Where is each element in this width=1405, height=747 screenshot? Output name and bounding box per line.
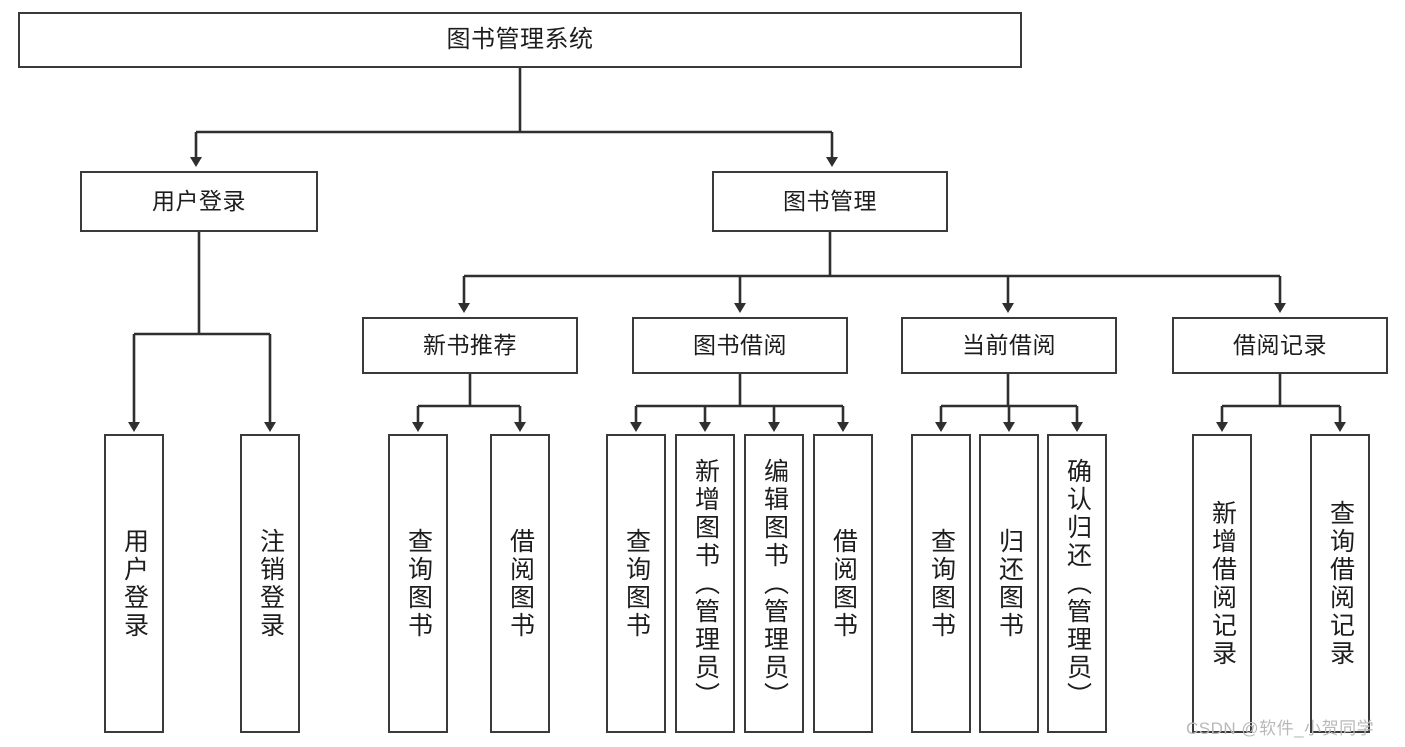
node-label: 新增借阅记录 bbox=[1208, 499, 1237, 668]
node-label: 当前借阅 bbox=[962, 332, 1056, 359]
leaf-user-login-login[interactable]: 用户登录 bbox=[104, 434, 164, 733]
node-label: 新书推荐 bbox=[423, 332, 517, 359]
node-new-book-recommend[interactable]: 新书推荐 bbox=[362, 317, 578, 374]
node-label: 借阅图书 bbox=[506, 527, 535, 640]
node-label: 查询借阅记录 bbox=[1326, 499, 1355, 668]
node-label: 注销登录 bbox=[256, 527, 285, 640]
leaf-current-confirm-return[interactable]: 确认归还（管理员） bbox=[1047, 434, 1107, 733]
leaf-recommend-query-book[interactable]: 查询图书 bbox=[388, 434, 448, 733]
leaf-current-query-book[interactable]: 查询图书 bbox=[911, 434, 971, 733]
node-label: 借阅图书 bbox=[829, 527, 858, 640]
leaf-user-login-logout[interactable]: 注销登录 bbox=[240, 434, 300, 733]
leaf-recommend-borrow-book[interactable]: 借阅图书 bbox=[490, 434, 550, 733]
node-label: 归还图书 bbox=[995, 527, 1024, 640]
node-label: 图书管理 bbox=[783, 188, 877, 215]
node-borrow-record[interactable]: 借阅记录 bbox=[1172, 317, 1388, 374]
leaf-record-add-record[interactable]: 新增借阅记录 bbox=[1192, 434, 1252, 733]
node-book-borrow[interactable]: 图书借阅 bbox=[632, 317, 848, 374]
node-current-borrow[interactable]: 当前借阅 bbox=[901, 317, 1117, 374]
leaf-borrow-query-book[interactable]: 查询图书 bbox=[606, 434, 666, 733]
node-label: 查询图书 bbox=[404, 527, 433, 640]
node-label: 借阅记录 bbox=[1233, 332, 1327, 359]
leaf-borrow-edit-book[interactable]: 编辑图书（管理员） bbox=[744, 434, 804, 733]
node-root-system[interactable]: 图书管理系统 bbox=[18, 12, 1022, 68]
node-label: 查询图书 bbox=[927, 527, 956, 640]
node-label: 图书借阅 bbox=[693, 332, 787, 359]
csdn-watermark: CSDN @软件_小贺同学 bbox=[1186, 719, 1375, 738]
node-user-login[interactable]: 用户登录 bbox=[80, 171, 318, 232]
leaf-record-query-record[interactable]: 查询借阅记录 bbox=[1310, 434, 1370, 733]
leaf-borrow-borrow-book[interactable]: 借阅图书 bbox=[813, 434, 873, 733]
node-book-management[interactable]: 图书管理 bbox=[712, 171, 948, 232]
node-label: 确认归还（管理员） bbox=[1063, 457, 1092, 710]
node-label: 查询图书 bbox=[622, 527, 651, 640]
node-label: 图书管理系统 bbox=[446, 26, 594, 54]
leaf-borrow-add-book[interactable]: 新增图书（管理员） bbox=[675, 434, 735, 733]
node-label: 编辑图书（管理员） bbox=[760, 457, 789, 710]
node-label: 用户登录 bbox=[152, 188, 246, 215]
leaf-current-return-book[interactable]: 归还图书 bbox=[979, 434, 1039, 733]
node-label: 新增图书（管理员） bbox=[691, 457, 720, 710]
node-label: 用户登录 bbox=[120, 527, 149, 640]
